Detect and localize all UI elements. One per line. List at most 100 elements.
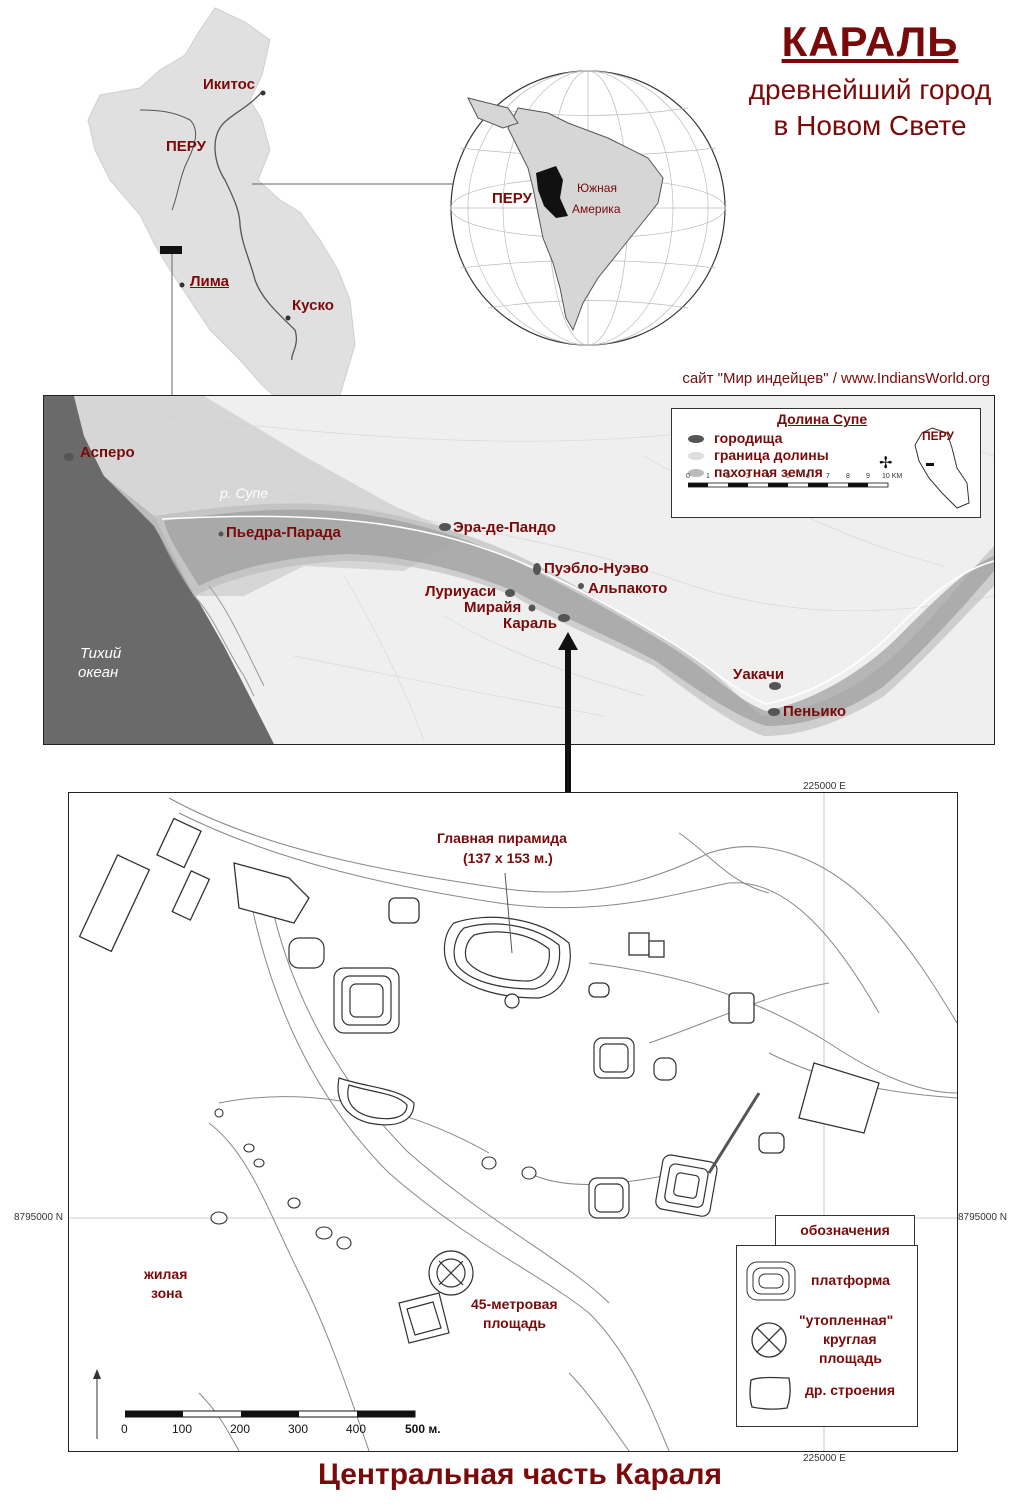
coord-top-label: 225000 E bbox=[803, 781, 846, 792]
amazon-river bbox=[214, 91, 298, 361]
legend-sunken-label-3: площадь bbox=[819, 1350, 882, 1366]
plaza-label-2: площадь bbox=[483, 1315, 546, 1331]
valley-scale-6: 6 bbox=[806, 473, 810, 480]
causeway bbox=[707, 1092, 761, 1174]
aspero-dot bbox=[64, 453, 74, 461]
central-america-land bbox=[467, 97, 519, 129]
north-arrow-icon bbox=[93, 1369, 101, 1439]
site-scale-200: 200 bbox=[230, 1422, 251, 1436]
ocean-label-2: океан bbox=[78, 664, 119, 681]
valley-legend-title: Долина Супе bbox=[777, 411, 868, 427]
legend-settlement-swatch bbox=[688, 435, 704, 443]
alpacoto-label: Альпакото bbox=[588, 580, 668, 597]
penico-label: Пеньико bbox=[783, 703, 847, 720]
main-pyramid-shape bbox=[443, 916, 571, 1009]
piedra-parada-dot bbox=[218, 531, 224, 537]
penico-dot bbox=[768, 708, 780, 716]
coord-left-label: 8795000 N bbox=[14, 1212, 63, 1223]
era-de-pando-dot bbox=[439, 523, 451, 531]
valley-scale-3: 3 bbox=[746, 473, 750, 480]
legend-boundary-swatch bbox=[688, 452, 704, 460]
compass-icon: ✢ bbox=[879, 455, 893, 472]
page-subtitle-1: древнейший город bbox=[748, 74, 992, 105]
site-map: 225000 E Главная пирамида (137 х 153 м.)… bbox=[68, 792, 958, 1452]
platform-7 bbox=[288, 937, 325, 969]
legend-platform-icon bbox=[746, 1261, 796, 1301]
site-legend-title: обозначения bbox=[800, 1222, 890, 1238]
site-legend: платформа "утопленная" круглая площадь д… bbox=[736, 1245, 918, 1427]
lima-dot bbox=[179, 282, 185, 288]
miraya-label: Мирайя bbox=[464, 599, 522, 616]
valley-scale-7: 7 bbox=[826, 473, 830, 480]
legend-sunken-plaza-icon bbox=[751, 1322, 787, 1358]
iquitos-label: Икитос bbox=[203, 76, 255, 93]
valley-scale-2: 2 bbox=[726, 473, 730, 480]
plaza-label-1: 45-метровая bbox=[471, 1296, 558, 1312]
peru-label: ПЕРУ bbox=[166, 138, 206, 155]
page-subtitle-2: в Новом Свете bbox=[773, 110, 967, 141]
platform-4 bbox=[588, 1177, 630, 1219]
pyramid-pointer bbox=[504, 872, 513, 954]
river-label: р. Супе bbox=[220, 485, 269, 501]
pueblo-nuevo-label: Пуэбло-Нуэво bbox=[544, 560, 649, 577]
platform-8 bbox=[653, 1057, 677, 1081]
arable-land bbox=[164, 509, 994, 726]
cusco-dot bbox=[285, 315, 291, 321]
cusco-label: Куско bbox=[292, 297, 334, 314]
valley-scale-1: 1 bbox=[706, 473, 710, 480]
page-title: КАРАЛЬ bbox=[781, 18, 959, 65]
upaca-dot bbox=[769, 682, 781, 690]
lurihuasi-dot bbox=[505, 589, 515, 597]
alpacoto-dot bbox=[578, 583, 584, 589]
residential-label-2: зона bbox=[151, 1285, 183, 1301]
platform-5 bbox=[655, 1154, 718, 1217]
ocean-label-1: Тихий bbox=[80, 645, 122, 662]
caral-label: Караль bbox=[503, 615, 557, 632]
platform-2 bbox=[333, 967, 400, 1034]
platforms bbox=[288, 916, 718, 1219]
legend-arable-swatch bbox=[688, 469, 704, 477]
site-credit: сайт "Мир индейцев" / www.IndiansWorld.o… bbox=[682, 370, 990, 387]
peru-map bbox=[87, 7, 460, 440]
globe-continent-1: Южная bbox=[577, 181, 617, 195]
aspero-label: Асперо bbox=[80, 444, 135, 461]
inset-peru-map bbox=[914, 427, 970, 509]
globe bbox=[450, 70, 726, 346]
residential-label-1: жилая bbox=[144, 1266, 188, 1282]
lima-label: Лима bbox=[190, 273, 229, 290]
zoom-arrow bbox=[558, 632, 578, 806]
valley-scale-10: 10 KM bbox=[882, 473, 903, 480]
inset-peru-label: ПЕРУ bbox=[922, 429, 954, 443]
legend-other-label: др. строения bbox=[805, 1382, 895, 1398]
globe-peru-shape bbox=[536, 166, 568, 218]
small-structures bbox=[210, 1108, 537, 1250]
other-structures bbox=[78, 817, 880, 1154]
lurihuasi-label: Луриуаси bbox=[425, 583, 497, 600]
site-legend-title-box: обозначения bbox=[775, 1215, 915, 1247]
era-de-pando-label: Эра-де-Пандо bbox=[453, 519, 556, 536]
valley-legend: Долина Супе городища граница долины пахо… bbox=[671, 408, 981, 518]
sunken-plaza-shape bbox=[398, 1250, 474, 1344]
platform-3 bbox=[593, 1037, 635, 1079]
peru-border-west bbox=[139, 109, 197, 211]
site-scale-100: 100 bbox=[172, 1422, 193, 1436]
valley-scale-5: 5 bbox=[786, 473, 790, 480]
legend-platform-label: платформа bbox=[811, 1272, 890, 1288]
platform-6 bbox=[337, 1077, 415, 1126]
ocean bbox=[44, 396, 274, 744]
site-scale-400: 400 bbox=[346, 1422, 367, 1436]
upaca-label: Уакачи bbox=[733, 666, 785, 683]
supe-river bbox=[161, 515, 994, 705]
piedra-parada-label: Пьедра-Парада bbox=[226, 524, 341, 541]
coastline-strips bbox=[193, 585, 265, 697]
legend-other-icon bbox=[749, 1376, 791, 1410]
legend-sunken-label-1: "утопленная" bbox=[799, 1312, 894, 1328]
valley-scale-4: 4 bbox=[766, 473, 770, 480]
iquitos-dot bbox=[260, 90, 266, 96]
legend-sunken-label-2: круглая bbox=[823, 1331, 877, 1347]
legend-boundary-label: граница долины bbox=[714, 447, 829, 463]
settlement-dots bbox=[64, 453, 781, 716]
main-pyramid-label-1: Главная пирамида bbox=[437, 830, 567, 846]
site-scale-500: 500 м. bbox=[405, 1422, 441, 1436]
valley-scale-0: 0 bbox=[686, 473, 690, 480]
